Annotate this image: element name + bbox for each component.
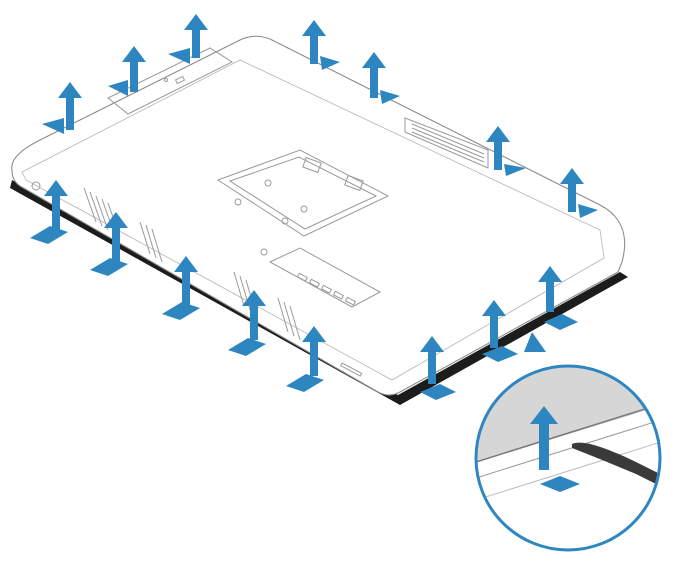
callout-lift-arrow-shadow — [540, 476, 580, 492]
up-lift-arrow-shadow — [320, 56, 340, 70]
right-top-vent-slats — [411, 123, 485, 163]
up-lift-arrow-icon — [302, 20, 326, 64]
vesa-label-left — [302, 156, 322, 174]
pry-tool-icon — [572, 442, 660, 492]
up-lift-arrow-icon — [538, 266, 562, 312]
callout-ring — [474, 364, 662, 552]
io-ports — [296, 272, 357, 306]
top-small-slot — [174, 75, 186, 85]
up-lift-arrow-shadow — [420, 384, 456, 400]
up-lift-arrow-icon — [302, 326, 326, 376]
rear-cover-shell — [11, 35, 626, 396]
up-lift-arrow-icon — [174, 256, 198, 306]
top-small-hole — [164, 78, 168, 82]
callout-lift-arrow-icon — [530, 406, 558, 470]
up-lift-arrow-shadow — [578, 204, 598, 218]
up-lift-arrow-shadow — [108, 80, 128, 96]
rear-cover-inner-outline — [21, 59, 605, 381]
up-lift-arrow-icon — [44, 180, 68, 230]
up-lift-arrow-icon — [420, 336, 444, 384]
io-port-panel — [268, 247, 382, 308]
kensington-slot — [260, 248, 268, 256]
up-lift-arrow-shadow — [228, 338, 266, 356]
pointer-arrow-icon — [524, 332, 546, 352]
up-lift-arrow-shadow — [482, 346, 518, 362]
up-lift-arrow-icon — [58, 82, 82, 130]
vesa-mount-inner — [228, 156, 378, 230]
vesa-screw-1 — [264, 179, 272, 187]
callout-bezel-line-2 — [476, 435, 660, 501]
right-top-vent — [404, 117, 489, 169]
up-lift-arrow-shadow — [380, 90, 400, 104]
up-lift-arrow-icon — [482, 300, 506, 348]
up-lift-arrow-icon — [104, 212, 128, 262]
up-lift-arrow-icon — [560, 168, 584, 212]
front-card-slot — [340, 362, 363, 377]
up-lift-arrow-shadow — [168, 48, 190, 64]
up-lift-arrow-shadow — [504, 164, 526, 176]
up-lift-arrow-shadow — [42, 118, 64, 134]
up-lift-arrow-icon — [486, 126, 510, 170]
up-lift-arrow-icon — [184, 14, 208, 58]
up-lift-arrow-shadow — [90, 258, 128, 276]
left-power-button — [31, 181, 41, 191]
vesa-screw-4 — [281, 217, 289, 225]
top-recess-panel — [107, 47, 234, 115]
lift-arrows — [30, 14, 598, 400]
up-lift-arrow-shadow — [162, 302, 200, 320]
up-lift-arrow-shadow — [286, 374, 324, 392]
up-lift-arrow-icon — [362, 52, 386, 98]
vesa-label-right — [344, 174, 364, 192]
magnifier-callout — [474, 364, 662, 552]
vesa-mount-plate — [216, 149, 390, 237]
up-lift-arrow-shadow — [30, 226, 68, 244]
up-lift-arrow-icon — [242, 290, 266, 340]
vesa-screw-3 — [300, 205, 308, 213]
up-lift-arrow-shadow — [544, 314, 578, 330]
vesa-screw-2 — [234, 198, 242, 206]
up-lift-arrow-icon — [122, 46, 146, 92]
